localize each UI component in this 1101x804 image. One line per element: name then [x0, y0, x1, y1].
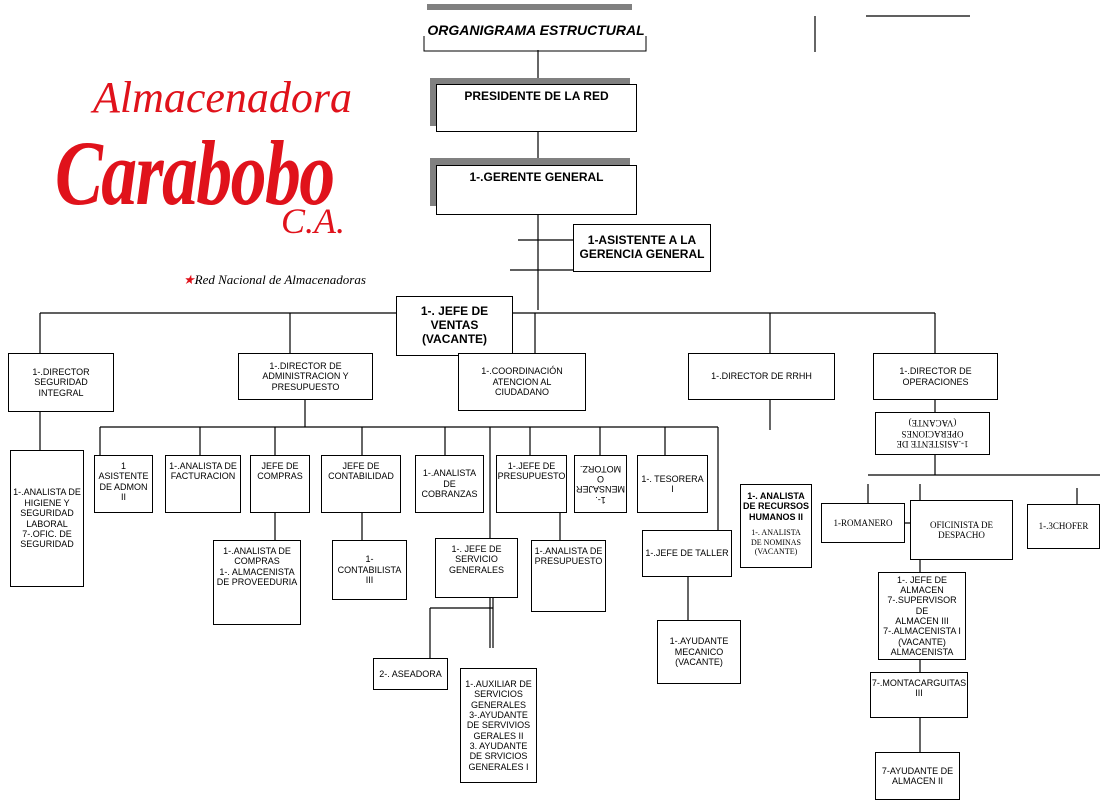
node-jefe-servicio: 1-. JEFE DE SERVICIO GENERALES: [435, 538, 518, 598]
node-jefe-taller: 1-.JEFE DE TALLER: [642, 530, 732, 577]
node-analista-facturacion: 1-.ANALISTA DE FACTURACION: [165, 455, 241, 513]
node-oficinista-despacho: OFICINISTA DE DESPACHO: [910, 500, 1013, 560]
red-star-icon: ★: [183, 272, 195, 287]
node-tesorera: 1-. TESORERA I: [637, 455, 708, 513]
title-shadow: [427, 4, 632, 10]
node-chofer: 1-.3CHOFER: [1027, 504, 1100, 549]
node-jefe-contabilidad: JEFE DE CONTABILIDAD: [321, 455, 401, 513]
analista-rrhh-label: 1-. ANALISTA DE RECURSOS HUMANOS II: [742, 491, 809, 522]
node-mensajero: 1-. MENSAJER O MOTORZ.: [574, 455, 627, 513]
node-analista-higiene: 1-.ANALISTA DE HIGIENE Y SEGURIDAD LABOR…: [10, 450, 84, 587]
node-jefe-presupuesto: 1-.JEFE DE PRESUPUESTO: [496, 455, 567, 513]
node-director-administracion: 1-.DIRECTOR DE ADMINISTRACION Y PRESUPUE…: [238, 353, 373, 400]
logo-text-carabobo: Carabobo: [55, 122, 335, 224]
node-auxiliar-servicios: 1-.AUXILIAR DE SERVICIOS GENERALES 3-.AY…: [460, 668, 537, 783]
node-jefe-compras: JEFE DE COMPRAS: [250, 455, 310, 513]
company-logo: Almacenadora Carabobo C.A. ★Red Nacional…: [55, 72, 366, 332]
node-aseadora: 2-. ASEADORA: [373, 658, 448, 690]
node-rrhh-analysts: 1-. ANALISTA DE RECURSOS HUMANOS II 1-. …: [740, 484, 812, 568]
node-presidente: PRESIDENTE DE LA RED: [436, 84, 637, 132]
node-jefe-almacen: 1-. JEFE DE ALMACEN 7-.SUPERVISOR DE ALM…: [878, 572, 966, 660]
node-analista-presupuesto: 1-.ANALISTA DE PRESUPUESTO: [531, 540, 606, 612]
node-montacarguitas: 7-.MONTACARGUITAS III: [870, 672, 968, 718]
node-director-operaciones: 1-.DIRECTOR DE OPERACIONES: [873, 353, 998, 400]
analista-nominas-label: 1-. ANALISTA DE NOMINAS (VACANTE): [751, 528, 801, 557]
node-director-rrhh: 1-.DIRECTOR DE RRHH: [688, 353, 835, 400]
title-bracket: [423, 36, 647, 52]
logo-text-ca: C.A.: [281, 201, 346, 241]
node-analista-compras: 1-.ANALISTA DE COMPRAS 1-. ALMACENISTA D…: [213, 540, 301, 625]
logo-text-almacenadora: Almacenadora: [93, 73, 353, 122]
node-romanero: 1-ROMANERO: [821, 503, 905, 543]
node-asistente-admon: 1 ASISTENTE DE ADMON II: [94, 455, 153, 513]
chart-title: ORGANIGRAMA ESTRUCTURAL: [423, 10, 649, 50]
node-contabilista: 1- CONTABILISTA III: [332, 540, 407, 600]
node-analista-cobranzas: 1-.ANALISTA DE COBRANZAS: [415, 455, 484, 513]
logo-tagline-text: Red Nacional de Almacenadoras: [194, 272, 366, 287]
logo-tagline: ★Red Nacional de Almacenadoras: [183, 272, 366, 288]
node-ayudante-almacen: 7-AYUDANTE DE ALMACEN II: [875, 752, 960, 800]
node-gerente-general: 1-.GERENTE GENERAL: [436, 165, 637, 215]
node-director-seguridad: 1-.DIRECTOR SEGURIDAD INTEGRAL: [8, 353, 114, 412]
node-asistente-gerencia: 1-ASISTENTE A LA GERENCIA GENERAL: [573, 224, 711, 272]
node-ayudante-mecanico: 1-.AYUDANTE MECANICO (VACANTE): [657, 620, 741, 684]
node-asistente-operaciones: 1-.ASISTENTE DE OPERACIONES (VACANTE): [875, 412, 990, 455]
node-jefe-ventas: 1-. JEFE DE VENTAS (VACANTE): [396, 296, 513, 356]
node-coordinacion-atencion: 1-.COORDINACIÓN ATENCION AL CIUDADANO: [458, 353, 586, 411]
